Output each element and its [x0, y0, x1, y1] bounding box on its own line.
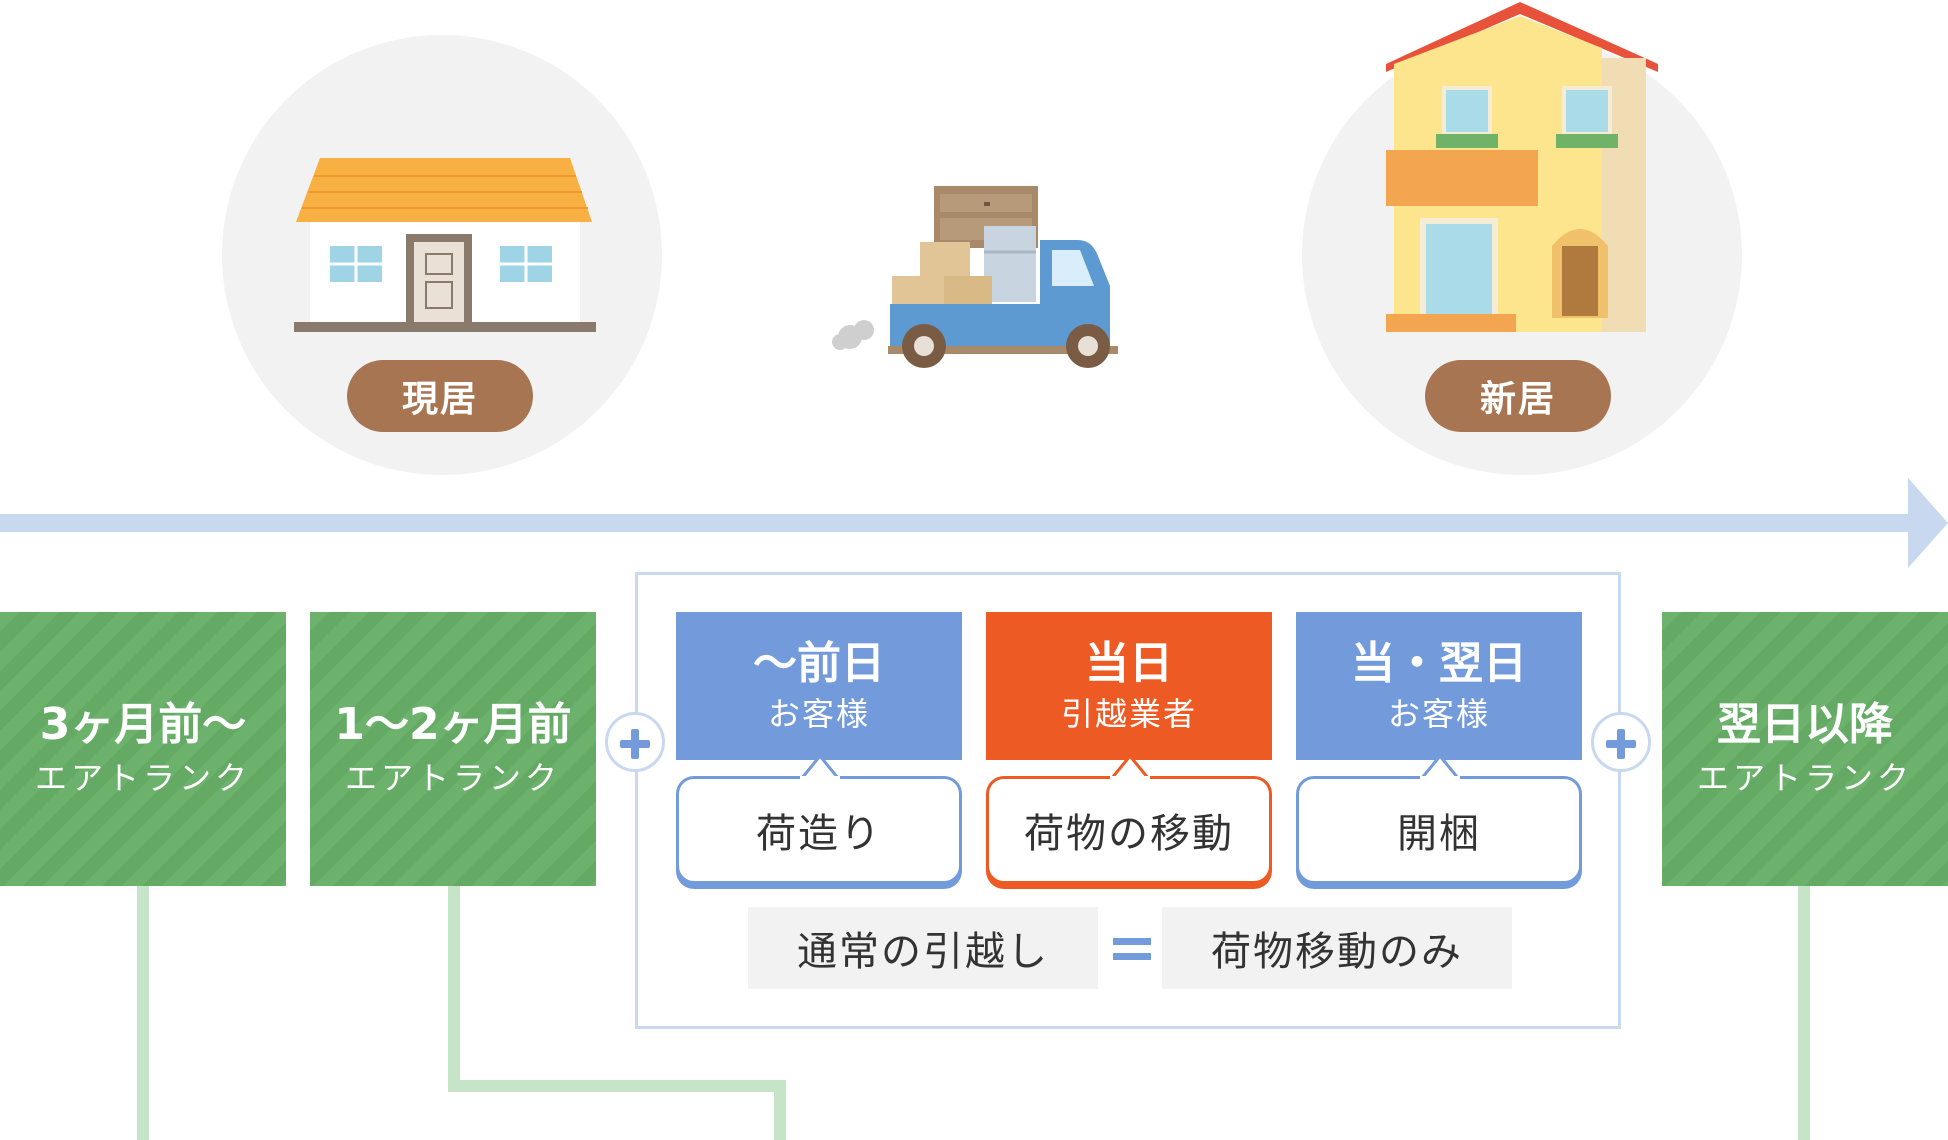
- step-day-before-header: 〜前日 お客様: [676, 612, 962, 760]
- plus-icon: [1591, 712, 1651, 772]
- stage-subtitle: エアトランク: [344, 759, 561, 797]
- step-title: 当・翌日: [1351, 638, 1527, 689]
- current-home-label: 現居: [347, 360, 533, 432]
- timeline-bar: [0, 514, 1912, 532]
- stage-three-months: 3ヶ月前〜 エアトランク: [0, 612, 286, 886]
- step-title: 〜前日: [753, 638, 885, 689]
- new-home-label: 新居: [1425, 360, 1611, 432]
- bubble-pointer-icon: [1420, 753, 1460, 780]
- bubble-pointer-icon: [1110, 753, 1150, 780]
- stage-after-next-day: 翌日以降 エアトランク: [1662, 612, 1948, 886]
- new-home-icon: [1386, 2, 1658, 332]
- stage-title: 翌日以降: [1717, 699, 1893, 750]
- timeline-arrow-icon: [1908, 478, 1948, 568]
- stage-one-two-months: 1〜2ヶ月前 エアトランク: [310, 612, 596, 886]
- connector-line: [137, 886, 149, 1140]
- step-same-day-header: 当日 引越業者: [986, 612, 1272, 760]
- moving-truck-icon: [832, 186, 1118, 368]
- stage-title: 3ヶ月前〜: [39, 699, 247, 750]
- equals-icon: [1113, 938, 1151, 960]
- stage-subtitle: エアトランク: [1696, 759, 1913, 797]
- connector-line: [448, 1080, 786, 1092]
- current-home-icon: [294, 158, 596, 332]
- connector-line: [774, 1080, 786, 1140]
- step-same-next-day-header: 当・翌日 お客様: [1296, 612, 1582, 760]
- stage-title: 1〜2ヶ月前: [334, 699, 572, 750]
- task-unpacking: 開梱: [1296, 776, 1582, 884]
- step-subtitle: お客様: [767, 695, 870, 733]
- task-moving-goods: 荷物の移動: [986, 776, 1272, 884]
- stage-subtitle: エアトランク: [34, 759, 251, 797]
- equation-right: 荷物移動のみ: [1162, 907, 1512, 989]
- task-packing: 荷造り: [676, 776, 962, 884]
- plus-icon: [605, 712, 665, 772]
- step-subtitle: お客様: [1387, 695, 1490, 733]
- connector-line: [448, 886, 460, 1090]
- bubble-pointer-icon: [800, 753, 840, 780]
- equation-left: 通常の引越し: [748, 907, 1098, 989]
- connector-line: [1798, 886, 1810, 1140]
- step-title: 当日: [1085, 638, 1173, 689]
- step-subtitle: 引越業者: [1060, 695, 1197, 733]
